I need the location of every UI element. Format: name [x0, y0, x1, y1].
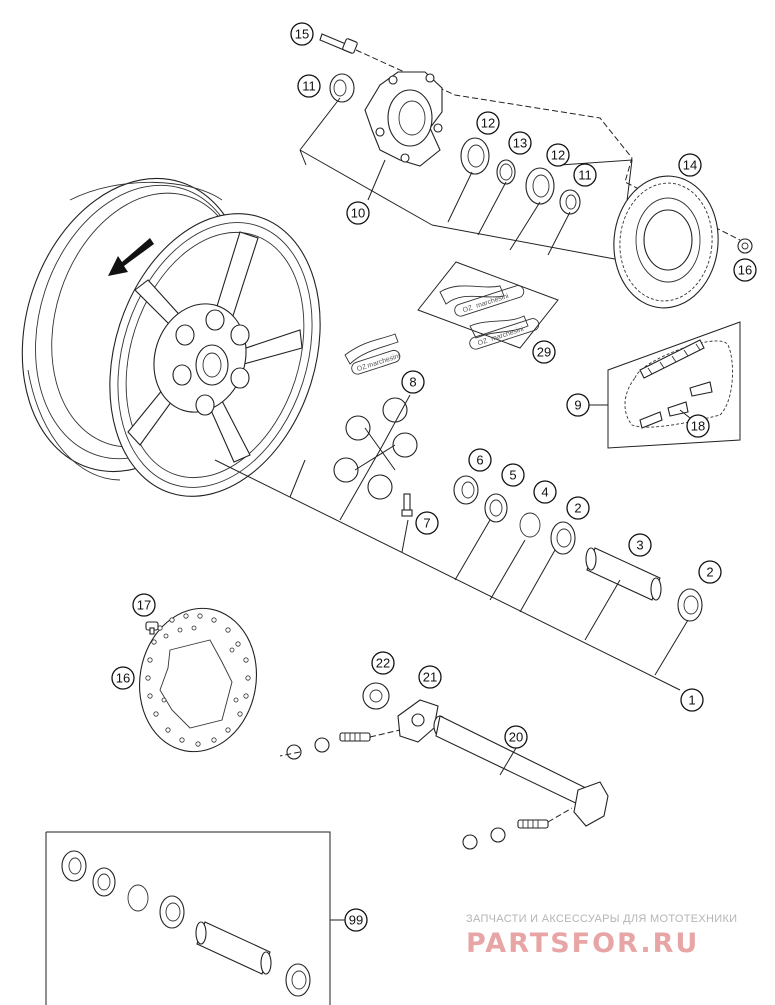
callout-14: 14 — [678, 153, 702, 177]
callout-1: 1 — [680, 688, 704, 712]
svg-text:21: 21 — [423, 670, 437, 685]
callout-4: 4 — [533, 480, 557, 504]
part-2-bearing-right — [677, 588, 703, 622]
svg-text:7: 7 — [423, 516, 430, 531]
svg-text:14: 14 — [683, 158, 697, 173]
svg-text:15: 15 — [295, 27, 309, 42]
callout-29: 29 — [532, 340, 556, 364]
svg-text:marchesini: marchesini — [490, 326, 525, 343]
part-14-sprocket — [613, 175, 719, 309]
callout-2-right: 2 — [698, 560, 722, 584]
svg-text:marchesini: marchesini — [367, 353, 402, 370]
part-18-screw — [145, 621, 159, 635]
svg-text:99: 99 — [349, 913, 363, 928]
callout-12-left: 12 — [476, 111, 500, 135]
svg-text:2: 2 — [574, 501, 581, 516]
callouts: 15 11 12 13 12 11 14 10 16 29 8 9 18 6 5… — [111, 22, 757, 932]
callout-11-left: 11 — [297, 74, 321, 98]
svg-text:12: 12 — [551, 148, 565, 163]
part-2-bearing-left — [550, 521, 576, 555]
callout-8: 8 — [401, 370, 425, 394]
svg-text:4: 4 — [541, 485, 548, 500]
svg-text:OZ: OZ — [477, 337, 489, 347]
part-99-repair-kit — [45, 831, 331, 1005]
part-11-sleeve-left — [329, 73, 355, 103]
callout-3: 3 — [628, 533, 652, 557]
callout-16: 16 — [733, 258, 757, 282]
callout-17: 16 — [111, 666, 135, 690]
part-4-circlip — [519, 512, 541, 538]
part-15-bolt — [319, 33, 358, 54]
callout-13: 13 — [508, 131, 532, 155]
svg-text:29: 29 — [537, 345, 551, 360]
callout-18: 17 — [132, 593, 156, 617]
adjuster-screw-right — [462, 819, 549, 850]
watermark-brand: PARTSFOR.RU — [466, 928, 699, 959]
part-16-nut — [737, 238, 753, 254]
callout-22: 22 — [371, 651, 395, 675]
callout-9: 9 — [566, 393, 590, 417]
callout-99: 99 — [344, 908, 368, 932]
part-6-spacer — [453, 475, 479, 505]
decal-logo: OZ — [462, 304, 474, 314]
part-13-circlip — [496, 159, 516, 185]
part-12-bearing-left — [460, 137, 490, 175]
svg-text:13: 13 — [513, 136, 527, 151]
svg-text:16: 16 — [738, 263, 752, 278]
part-10-sprocket-carrier — [364, 71, 443, 167]
watermark: ЗАПЧАСТИ И АКСЕССУАРЫ ДЛЯ МОТОТЕХНИКИ PA… — [466, 913, 737, 959]
part-5-shaft-seal — [484, 493, 508, 523]
svg-text:12: 12 — [481, 116, 495, 131]
callout-6: 6 — [468, 448, 492, 472]
callout-15: 15 — [290, 22, 314, 46]
rotation-direction-arrow — [108, 238, 154, 276]
svg-text:11: 11 — [302, 79, 316, 94]
rear-wheel — [21, 177, 321, 497]
svg-text:5: 5 — [509, 468, 516, 483]
part-21-chain-adjuster — [397, 699, 439, 743]
part-9-chain-box — [607, 321, 741, 449]
callout-5: 5 — [501, 463, 525, 487]
callout-2-left: 2 — [566, 496, 590, 520]
part-29-decal-set: OZ marchesini OZ marchesini — [417, 261, 559, 350]
svg-text:20: 20 — [509, 730, 523, 745]
part-12-bearing-right — [525, 167, 555, 205]
svg-text:9: 9 — [574, 398, 581, 413]
svg-text:18: 18 — [691, 419, 705, 434]
callout-10: 10 — [346, 201, 370, 225]
part-17-brake-disc — [138, 607, 258, 753]
wheel-hub — [153, 303, 250, 416]
svg-text:6: 6 — [476, 453, 483, 468]
part-7-valve — [401, 493, 413, 517]
svg-text:OZ: OZ — [356, 363, 368, 373]
callout-7: 7 — [415, 511, 439, 535]
callout-21: 21 — [418, 665, 442, 689]
svg-text:11: 11 — [578, 168, 592, 183]
svg-text:8: 8 — [409, 375, 416, 390]
svg-text:22: 22 — [376, 656, 390, 671]
callout-19: 18 — [686, 414, 710, 438]
svg-text:3: 3 — [636, 538, 643, 553]
adjuster-screw-left — [286, 732, 371, 760]
callout-12-right: 12 — [546, 143, 570, 167]
decal-brand: marchesini — [475, 293, 510, 310]
watermark-tagline: ЗАПЧАСТИ И АКСЕССУАРЫ ДЛЯ МОТОТЕХНИКИ — [466, 913, 737, 925]
callout-20: 20 — [504, 725, 528, 749]
svg-text:10: 10 — [351, 206, 365, 221]
part-8-damper-rubbers — [333, 397, 418, 500]
decal-strip: OZ marchesini — [344, 333, 402, 375]
svg-text:17: 17 — [137, 598, 151, 613]
part-20-wheel-spindle — [433, 715, 609, 827]
svg-text:1: 1 — [688, 693, 695, 708]
svg-text:2: 2 — [706, 565, 713, 580]
svg-text:16: 16 — [116, 671, 130, 686]
part-11-sleeve-right — [559, 189, 581, 215]
callout-11-right: 11 — [573, 163, 597, 187]
part-3-distance-tube — [585, 547, 662, 601]
part-22-nut — [362, 682, 390, 710]
